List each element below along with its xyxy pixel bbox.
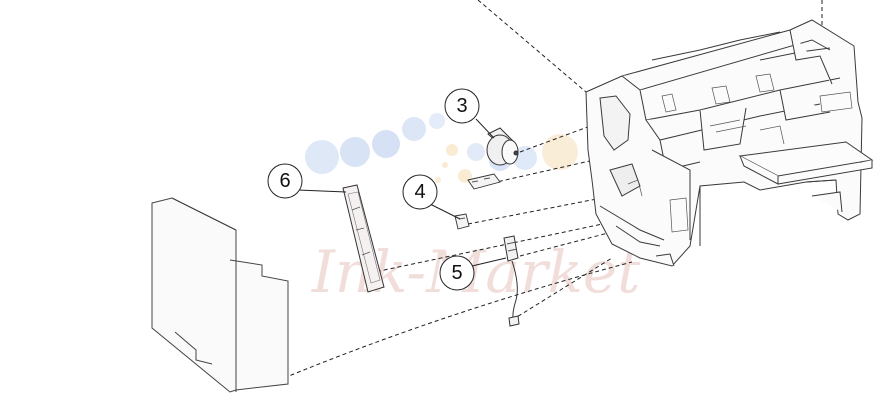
callout-4: 4 (402, 174, 461, 220)
motor (486, 127, 519, 166)
callout-label-3: 3 (456, 95, 467, 117)
callout-label-6: 6 (279, 170, 290, 192)
frame-details (627, 73, 853, 233)
callout-5: 5 (439, 255, 507, 291)
sensor-bracket (454, 173, 501, 230)
callout-6: 6 (267, 163, 347, 199)
circuit-board (342, 184, 385, 293)
explosion-lines (283, 0, 823, 379)
side-cover-panel (151, 197, 289, 393)
callout-3: 3 (444, 88, 495, 139)
printer-frame (585, 19, 863, 267)
callout-label-4: 4 (414, 181, 425, 203)
callout-label-5: 5 (451, 262, 462, 284)
cable-sensor-assembly (503, 235, 520, 327)
watermark-logo (305, 113, 578, 198)
output-tray (738, 141, 874, 185)
